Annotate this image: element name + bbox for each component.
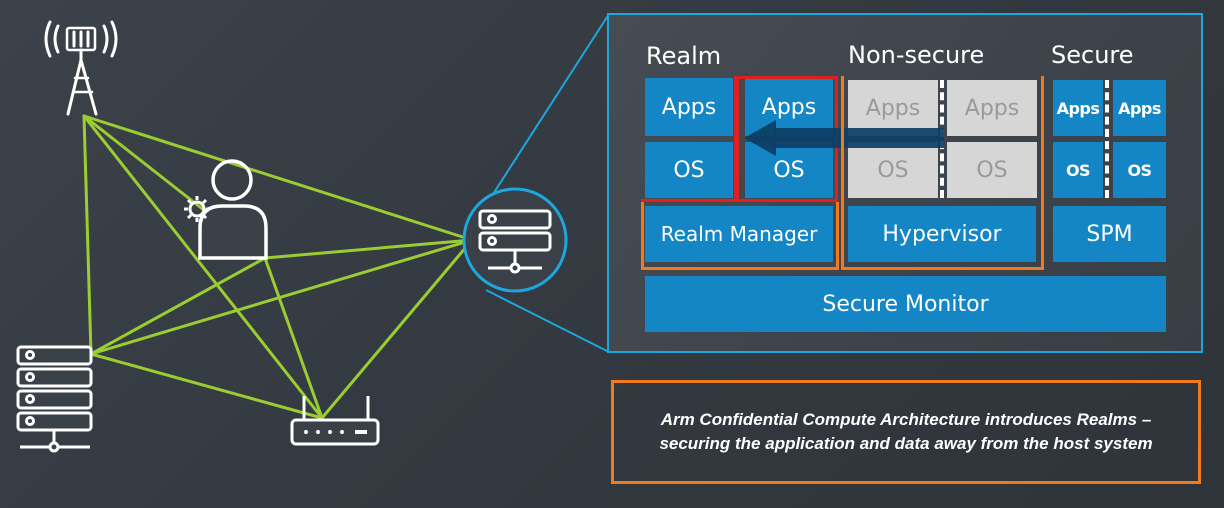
hypervisor-block: Hypervisor (848, 206, 1036, 262)
router-icon (290, 396, 380, 446)
secure-apps-2: Apps (1113, 80, 1166, 136)
user-gear-icon (184, 159, 268, 260)
secure-monitor-block: Secure Monitor (645, 276, 1166, 332)
secure-os-1: OS (1053, 142, 1103, 198)
caption-line-1: Arm Confidential Compute Architecture in… (660, 410, 1152, 429)
realm-apps-1: Apps (645, 78, 733, 136)
nonsecure-os-2: OS (947, 142, 1037, 198)
nonsecure-os-1: OS (848, 142, 938, 198)
secure-os-2: OS (1113, 142, 1166, 198)
realm-boundary (641, 202, 839, 270)
cell-tower-icon (44, 20, 118, 116)
secure-header: Secure (1051, 41, 1134, 69)
secure-separator (1105, 80, 1109, 198)
realm-apps-2: Apps (745, 78, 833, 136)
realm-os-2: OS (745, 142, 833, 198)
caption-box: Arm Confidential Compute Architecture in… (611, 380, 1201, 484)
server-icon (16, 345, 93, 453)
realm-manager-block: Realm Manager (645, 206, 833, 262)
nonsecure-apps-2: Apps (947, 80, 1037, 136)
realm-vm-outline-left (641, 76, 737, 202)
server-node-icon (462, 187, 568, 293)
realm-os-1: OS (645, 142, 733, 198)
zoom-connector-top (485, 13, 610, 206)
caption-line-2: securing the application and data away f… (659, 434, 1153, 453)
nonsecure-boundary (841, 76, 1044, 270)
nonsecure-apps-1: Apps (848, 80, 938, 136)
spm-block: SPM (1053, 206, 1166, 262)
nonsecure-header: Non-secure (848, 41, 985, 69)
network-links (82, 114, 474, 420)
zoom-connector-bottom (485, 289, 610, 353)
realm-header: Realm (646, 42, 722, 70)
migrate-arrow-icon (744, 120, 944, 156)
secure-apps-1: Apps (1053, 80, 1103, 136)
